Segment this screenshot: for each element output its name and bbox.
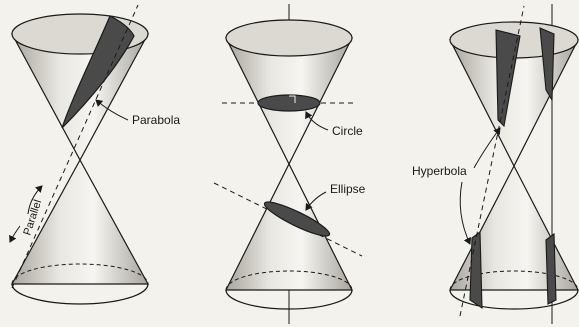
hyperbola-panel: Hyperbola (412, 4, 579, 324)
hyperbola-lower-branch-left (469, 230, 483, 310)
parabola-panel: Parabola Parallel (9, 4, 180, 305)
parallel-arrow (27, 185, 43, 215)
circle-section (257, 94, 321, 112)
base-back-rim (225, 270, 353, 291)
parabola-section (61, 15, 135, 129)
base-front-rim (11, 283, 149, 305)
upper-rim (225, 19, 353, 57)
hyperbola-leader-up (473, 127, 501, 169)
hyperbola-upper-branch-left (495, 29, 521, 128)
hyperbola-cutting-line (459, 5, 525, 317)
hyperbola-label: Hyperbola (412, 164, 467, 178)
hyperbola-lower-branch-right (545, 232, 557, 305)
circle-leader (305, 111, 329, 131)
lower-nappe (449, 164, 579, 291)
hyperbola-leader-down (459, 181, 472, 245)
ellipse-leader (305, 191, 327, 211)
parallel-arrow-lower (9, 225, 21, 243)
hyperbola-upper-branch-right (539, 27, 555, 102)
circle-label: Circle (332, 124, 363, 138)
parabola-leader (95, 99, 129, 121)
base-back-rim (11, 263, 149, 285)
ellipse-label: Ellipse (330, 182, 366, 196)
parabola-label: Parabola (132, 113, 180, 127)
base-front-rim (225, 289, 353, 310)
cutting-plane-line (11, 4, 139, 289)
lower-nappe (10, 158, 150, 285)
right-angle-mark (289, 95, 296, 103)
base-back-rim (449, 270, 579, 291)
circle-ellipse-panel: Circle Ellipse (213, 4, 366, 324)
base-front-rim (449, 289, 579, 310)
ellipse-section (263, 201, 331, 237)
